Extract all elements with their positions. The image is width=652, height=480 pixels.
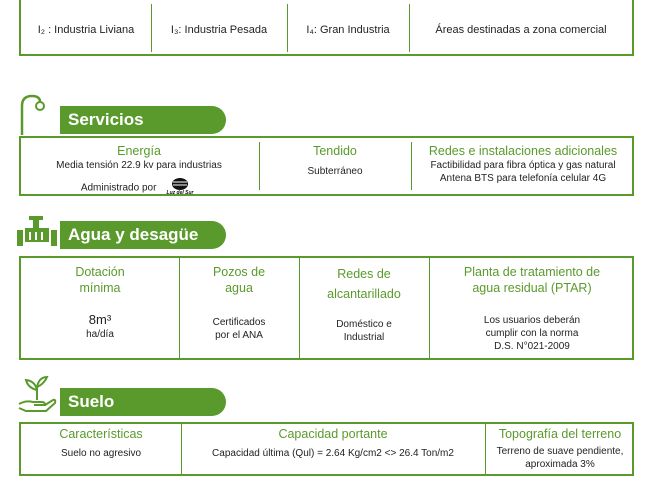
section-title-agua: Agua y desagüe xyxy=(60,221,226,249)
ptar-heading2: agua residual (PTAR) xyxy=(472,281,592,295)
svg-text:Luz del Sur: Luz del Sur xyxy=(167,190,195,195)
suelo-box: Características Suelo no agresivo Capaci… xyxy=(19,422,634,476)
tendido-heading: Tendido xyxy=(313,144,357,158)
capacidad-value: Capacidad última (Qul) = 2.64 Kg/cm2 <> … xyxy=(212,448,454,459)
ptar-heading1: Planta de tratamiento de xyxy=(463,265,601,279)
pozos-heading1: Pozos de xyxy=(212,265,266,279)
redes-line1: Factibilidad para fibra óptica y gas nat… xyxy=(430,160,616,171)
capacidad-heading: Capacidad portante xyxy=(278,427,388,441)
section-title-suelo: Suelo xyxy=(60,388,226,416)
industry-i4-cell: I₄: Gran Industria xyxy=(288,0,408,54)
divider xyxy=(151,4,152,52)
dotacion-unit: ha/día xyxy=(86,329,114,340)
caracteristicas-heading: Características xyxy=(59,427,143,441)
caracteristicas-cell: Características Suelo no agresivo xyxy=(21,424,181,474)
tendido-value: Subterráneo xyxy=(307,166,363,177)
topografia-line2: aproximada 3% xyxy=(525,459,595,470)
industry-i2: I₂ : Industria Liviana xyxy=(37,24,135,36)
dotacion-heading1: Dotación xyxy=(75,265,125,279)
luz-del-sur-logo: Luz del Sur xyxy=(163,177,197,199)
alcantarillado-line2: Industrial xyxy=(343,332,385,343)
servicios-box: Energía Media tensión 22.9 kv para indus… xyxy=(19,136,634,196)
dotacion-value: 8m³ xyxy=(88,312,112,327)
ptar-line1: Los usuarios deberán xyxy=(483,315,581,326)
redes-heading: Redes e instalaciones adicionales xyxy=(428,144,618,158)
street-lamp-icon xyxy=(18,92,50,141)
ptar-line2: cumplir con la norma xyxy=(485,328,579,339)
pozos-line1: Certificados xyxy=(212,317,266,328)
section-title-servicios: Servicios xyxy=(60,106,226,134)
water-pipe-icon xyxy=(15,214,59,253)
divider xyxy=(259,142,260,190)
industry-i4: I₄: Gran Industria xyxy=(306,24,390,36)
industry-i3-cell: I₃: Industria Pesada xyxy=(152,0,286,54)
dotacion-cell: Dotación mínima 8m³ ha/día xyxy=(21,258,179,358)
industry-i3: I₃: Industria Pesada xyxy=(170,24,268,36)
alcantarillado-line1: Doméstico e xyxy=(336,319,392,330)
alcantarillado-cell: Redes de alcantarillado Doméstico e Indu… xyxy=(300,258,428,358)
topografia-cell: Topografía del terreno Terreno de suave … xyxy=(486,424,634,474)
industry-commercial-cell: Áreas destinadas a zona comercial xyxy=(410,0,632,54)
divider xyxy=(299,258,300,358)
agua-box: Dotación mínima 8m³ ha/día Pozos de agua… xyxy=(19,256,634,360)
redes-line2: Antena BTS para telefonía celular 4G xyxy=(439,173,607,184)
alcantarillado-heading1: Redes de xyxy=(337,267,391,281)
capacidad-cell: Capacidad portante Capacidad última (Qul… xyxy=(182,424,484,474)
pozos-cell: Pozos de agua Certificados por el ANA xyxy=(180,258,298,358)
divider xyxy=(179,258,180,358)
industry-i2-cell: I₂ : Industria Liviana xyxy=(21,0,151,54)
divider xyxy=(411,142,412,190)
energia-cell: Energía Media tensión 22.9 kv para indus… xyxy=(21,138,257,196)
divider xyxy=(409,4,410,52)
divider xyxy=(429,258,430,358)
ptar-line3: D.S. N°021-2009 xyxy=(494,341,570,352)
energia-line1: Media tensión 22.9 kv para industrias xyxy=(56,160,222,171)
industry-box: I₂ : Industria Liviana I₃: Industria Pes… xyxy=(19,0,634,56)
pozos-heading2: agua xyxy=(225,281,253,295)
plant-in-hand-icon xyxy=(16,374,58,421)
divider xyxy=(181,424,182,474)
energia-heading: Energía xyxy=(117,144,161,158)
redes-cell: Redes e instalaciones adicionales Factib… xyxy=(412,138,634,194)
energia-line2-wrap: Administrado por Luz del Sur xyxy=(21,177,257,199)
energia-line2: Administrado por xyxy=(80,182,157,194)
caracteristicas-value: Suelo no agresivo xyxy=(60,448,142,459)
ptar-cell: Planta de tratamiento de agua residual (… xyxy=(430,258,634,358)
divider xyxy=(287,4,288,52)
tendido-cell: Tendido Subterráneo xyxy=(260,138,410,194)
dotacion-heading2: mínima xyxy=(79,281,121,295)
industry-commercial: Áreas destinadas a zona comercial xyxy=(435,24,607,36)
topografia-heading: Topografía del terreno xyxy=(498,427,622,441)
divider xyxy=(485,424,486,474)
pozos-line2: por el ANA xyxy=(215,330,263,341)
topografia-line1: Terreno de suave pendiente, xyxy=(496,446,624,457)
alcantarillado-heading2: alcantarillado xyxy=(327,287,401,301)
